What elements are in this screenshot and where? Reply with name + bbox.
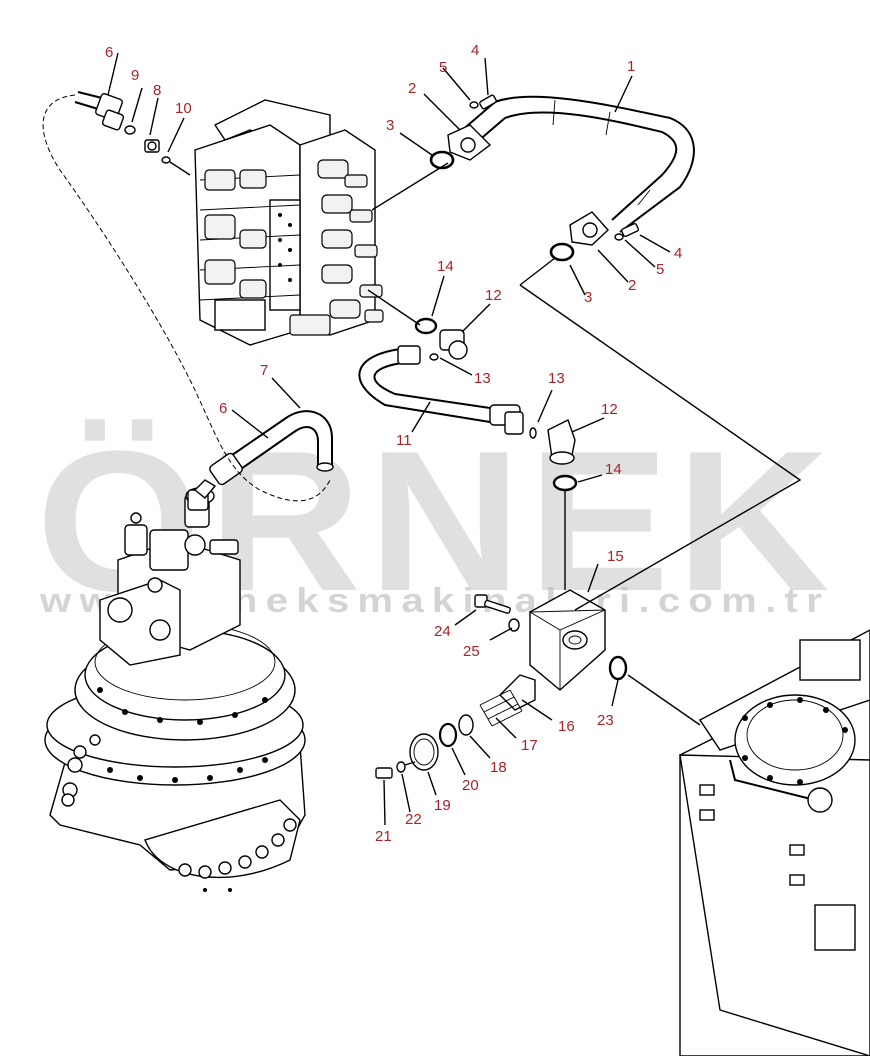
callout-25: 25 (463, 643, 480, 660)
callout-7: 7 (260, 362, 268, 379)
callout-17: 17 (521, 737, 538, 754)
callout-9: 9 (131, 67, 139, 84)
assembly-leaders (169, 161, 802, 766)
motor-dots (97, 687, 268, 892)
callout-16: 16 (558, 718, 575, 735)
callout-22: 22 (405, 811, 422, 828)
callout-15: 15 (607, 548, 624, 565)
callout-3-right: 3 (584, 289, 592, 306)
dashed-hose (42, 94, 331, 502)
callout-4-right: 4 (674, 245, 682, 262)
motor-valve-block (99, 487, 241, 666)
callout-14-bottom: 14 (605, 461, 622, 478)
hydraulic-tank (679, 629, 870, 1056)
callout-21: 21 (375, 828, 392, 845)
callout-5-top: 5 (439, 59, 447, 76)
callout-14-top: 14 (437, 258, 454, 275)
valve-fitting-dots (278, 213, 292, 282)
callout-12-bottom: 12 (601, 401, 618, 418)
callout-13-bottom: 13 (548, 370, 565, 387)
hose-6-7 (187, 410, 334, 511)
callout-19: 19 (434, 797, 451, 814)
pipe-1 (447, 95, 695, 246)
callout-8: 8 (153, 82, 161, 99)
callout-pointers (107, 52, 671, 826)
small-parts (124, 94, 639, 779)
hose-11 (358, 345, 524, 435)
motor-bolts (61, 734, 297, 879)
tank-bolts (742, 697, 848, 785)
callout-1: 1 (627, 58, 635, 75)
callout-5-right: 5 (656, 261, 664, 278)
swing-motor (44, 487, 306, 892)
callout-labels: 1 2 2 3 3 4 4 5 5 6 6 7 8 9 10 11 12 12 … (105, 42, 682, 845)
callout-12-top: 12 (485, 287, 502, 304)
callout-11: 11 (396, 432, 412, 449)
hose-6-top (74, 91, 125, 131)
callout-2-right: 2 (628, 277, 636, 294)
callout-6-mid: 6 (219, 400, 227, 417)
callout-2-top: 2 (408, 80, 416, 97)
callout-18: 18 (490, 759, 507, 776)
callout-23: 23 (597, 712, 614, 729)
callout-20: 20 (462, 777, 479, 794)
callout-4-top: 4 (471, 42, 479, 59)
callout-10: 10 (175, 100, 192, 117)
callout-13-top: 13 (474, 370, 491, 387)
callout-6-top: 6 (105, 44, 113, 61)
callout-3-top: 3 (386, 117, 394, 134)
callout-24: 24 (434, 623, 451, 640)
control-valve (194, 99, 384, 346)
